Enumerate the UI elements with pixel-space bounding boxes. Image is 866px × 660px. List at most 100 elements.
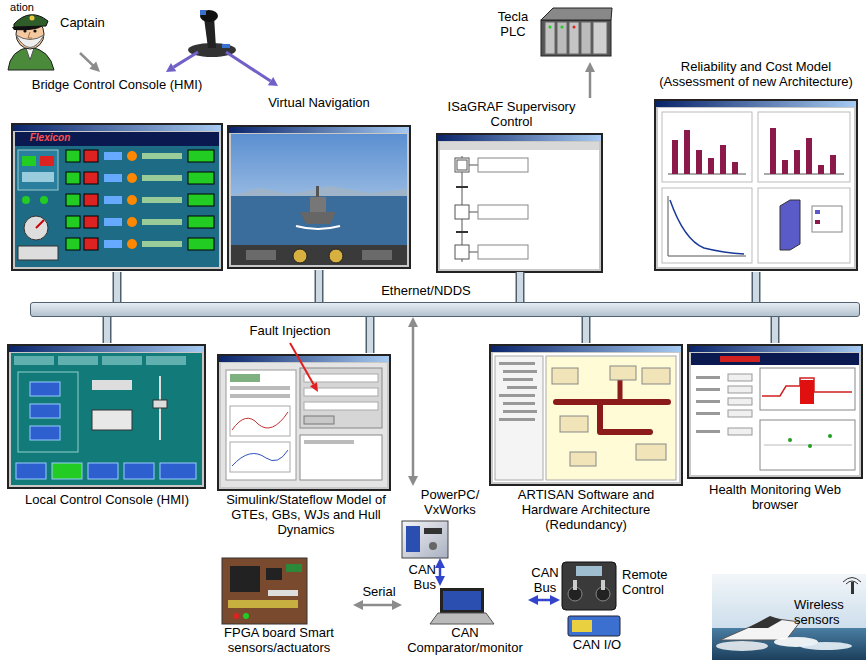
artisan-screenshot-part bbox=[499, 362, 535, 365]
boat-photo-part bbox=[748, 616, 782, 628]
virtual-navigation-screenshot-part bbox=[231, 245, 407, 265]
plc-device-part bbox=[557, 22, 567, 54]
connector bbox=[370, 317, 371, 353]
local-console-screenshot-part bbox=[14, 356, 54, 365]
connector-bar bbox=[316, 270, 322, 302]
health-monitoring-screenshot-part bbox=[728, 410, 752, 417]
arrowhead bbox=[408, 476, 418, 486]
node-text: PowerPC/ VxWorks bbox=[410, 488, 490, 518]
label-holder: ation bbox=[2, 1, 42, 14]
bridge-console-screenshot-part bbox=[36, 220, 44, 228]
connector-bar bbox=[772, 317, 778, 343]
simulink-screenshot-part bbox=[230, 442, 290, 472]
captain-figure-part bbox=[16, 35, 44, 48]
captain-figure-part bbox=[26, 48, 34, 60]
screenshot-node: Simulink/Stateflow Model of GTEs, GBs, W… bbox=[210, 353, 402, 543]
reliability-cost-screenshot-part bbox=[794, 150, 800, 174]
isagraf-screenshot-part bbox=[457, 160, 467, 170]
node-text: Simulink/Stateflow Model of GTEs, GBs, W… bbox=[210, 493, 402, 538]
connector bbox=[756, 272, 757, 302]
artisan-screenshot-part bbox=[493, 353, 679, 482]
isagraf-screenshot-part bbox=[478, 205, 528, 219]
bridge-console-screenshot-part bbox=[84, 194, 98, 206]
label-holder: Flexicon bbox=[20, 132, 80, 144]
reliability-cost-screenshot-part bbox=[672, 140, 678, 174]
node-text: Virtual Navigation bbox=[226, 96, 412, 111]
virtual-navigation-screenshot-part bbox=[300, 212, 336, 224]
reliability-cost-screenshot-part bbox=[812, 206, 842, 232]
local-console-screenshot-part bbox=[30, 426, 60, 440]
connector-bar bbox=[315, 270, 324, 302]
node-text: Local Control Console (HMI) bbox=[16, 493, 198, 508]
bridge-console-screenshot-part bbox=[66, 238, 80, 250]
bridge-console-screenshot-part bbox=[127, 173, 137, 183]
node-text: Ethernet/NDDS bbox=[376, 284, 476, 299]
connector-bar bbox=[516, 272, 525, 302]
bridge-console-screenshot-part bbox=[104, 174, 122, 182]
artisan-screenshot-part bbox=[503, 370, 537, 373]
simulink-screenshot-part bbox=[219, 356, 389, 362]
screenshot-node: ARTISAN Software and Hardware Architectu… bbox=[488, 343, 684, 543]
bridge-console-screenshot bbox=[12, 124, 222, 270]
artisan-screenshot-part bbox=[560, 416, 588, 432]
plc-device-part bbox=[573, 26, 576, 29]
isagraf-screenshot-part bbox=[438, 135, 601, 141]
connector bbox=[319, 270, 320, 302]
node-text: Captain bbox=[60, 16, 116, 31]
node-text: ARTISAN Software and Hardware Architectu… bbox=[488, 488, 684, 533]
arrowhead bbox=[408, 317, 418, 327]
simulink-screenshot-part bbox=[304, 440, 354, 444]
connector-bar bbox=[753, 272, 759, 302]
arrowhead bbox=[528, 595, 538, 605]
reliability-cost-screenshot-part bbox=[770, 128, 776, 174]
isagraf-screenshot-part bbox=[455, 205, 469, 219]
fpga-board bbox=[222, 558, 307, 624]
isagraf-screenshot bbox=[437, 134, 602, 272]
bridge-console-screenshot-part bbox=[142, 153, 182, 159]
health-monitoring-screenshot-part bbox=[696, 400, 720, 403]
artisan-screenshot-part bbox=[552, 368, 578, 384]
simulink-screenshot-part bbox=[221, 363, 387, 487]
bridge-console-screenshot-part bbox=[18, 150, 58, 190]
local-console-screenshot-part bbox=[9, 346, 204, 352]
photo-node: Wireless sensors bbox=[712, 574, 866, 660]
bridge-console-screenshot-part bbox=[142, 175, 182, 181]
reliability-cost-screenshot-part bbox=[830, 155, 836, 174]
reliability-cost-screenshot-part bbox=[782, 160, 788, 174]
device-node: Remote Control bbox=[560, 560, 672, 612]
artisan-screenshot-part bbox=[507, 386, 537, 389]
virtual-navigation-screenshot-part bbox=[329, 249, 343, 263]
isagraf-screenshot-part bbox=[469, 165, 478, 166]
arrowhead bbox=[550, 595, 560, 605]
bridge-console-screenshot-part bbox=[13, 125, 221, 131]
connector bbox=[353, 600, 402, 610]
device-node: FPGA board Smart sensors/actuators bbox=[205, 558, 353, 658]
simulink-screenshot-part bbox=[304, 402, 378, 410]
local-console-screenshot-part bbox=[30, 382, 60, 396]
captain-node: Captain bbox=[2, 8, 118, 53]
local-console-screenshot-part bbox=[18, 372, 78, 452]
health-monitoring-screenshot-part bbox=[696, 388, 720, 391]
connector-bar bbox=[517, 272, 523, 302]
connector-bar bbox=[752, 272, 761, 302]
can-io-module bbox=[568, 616, 620, 636]
reliability-cost-screenshot-part bbox=[656, 101, 856, 107]
bridge-console-screenshot-part bbox=[188, 216, 214, 228]
laptop-illustration-part bbox=[443, 591, 481, 610]
reliability-cost-screenshot-part bbox=[732, 162, 738, 174]
joystick-illustration-part bbox=[226, 52, 271, 81]
reliability-cost-screenshot-part bbox=[818, 165, 824, 174]
connector bbox=[408, 317, 418, 486]
node-text: Wireless sensors bbox=[794, 598, 862, 628]
isagraf-screenshot-part bbox=[469, 212, 478, 213]
reliability-cost-screenshot-part bbox=[806, 138, 812, 174]
screenshot-node: Reliability and Cost Model (Assessment o… bbox=[651, 58, 861, 272]
health-monitoring-screenshot-part bbox=[696, 430, 720, 433]
can-io-module-part bbox=[572, 620, 592, 632]
powerpc-board bbox=[402, 521, 448, 558]
plc-device-part bbox=[541, 8, 612, 20]
powerpc-board-part bbox=[429, 542, 437, 550]
boat-photo-part bbox=[843, 578, 861, 583]
